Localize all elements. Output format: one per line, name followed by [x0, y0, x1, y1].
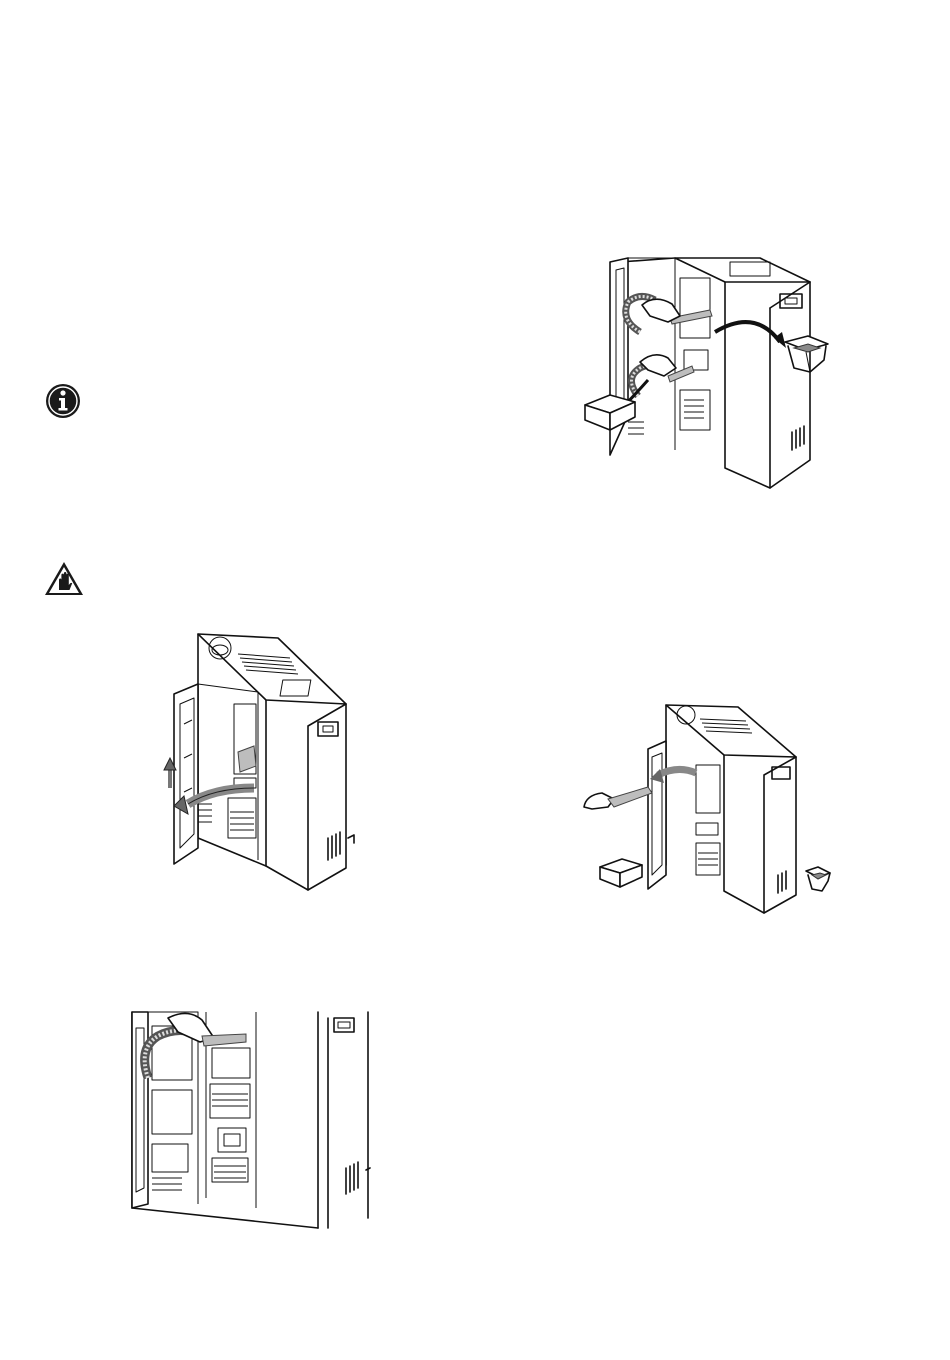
warning-hand-icon: [43, 560, 85, 598]
fig-scraper-cleaning: [578, 695, 840, 920]
fig-remove-drawers: [580, 250, 840, 495]
fig-open-door: [158, 628, 358, 900]
fig-vacuum-cleaning: [128, 1008, 372, 1230]
info-icon: [44, 382, 82, 420]
